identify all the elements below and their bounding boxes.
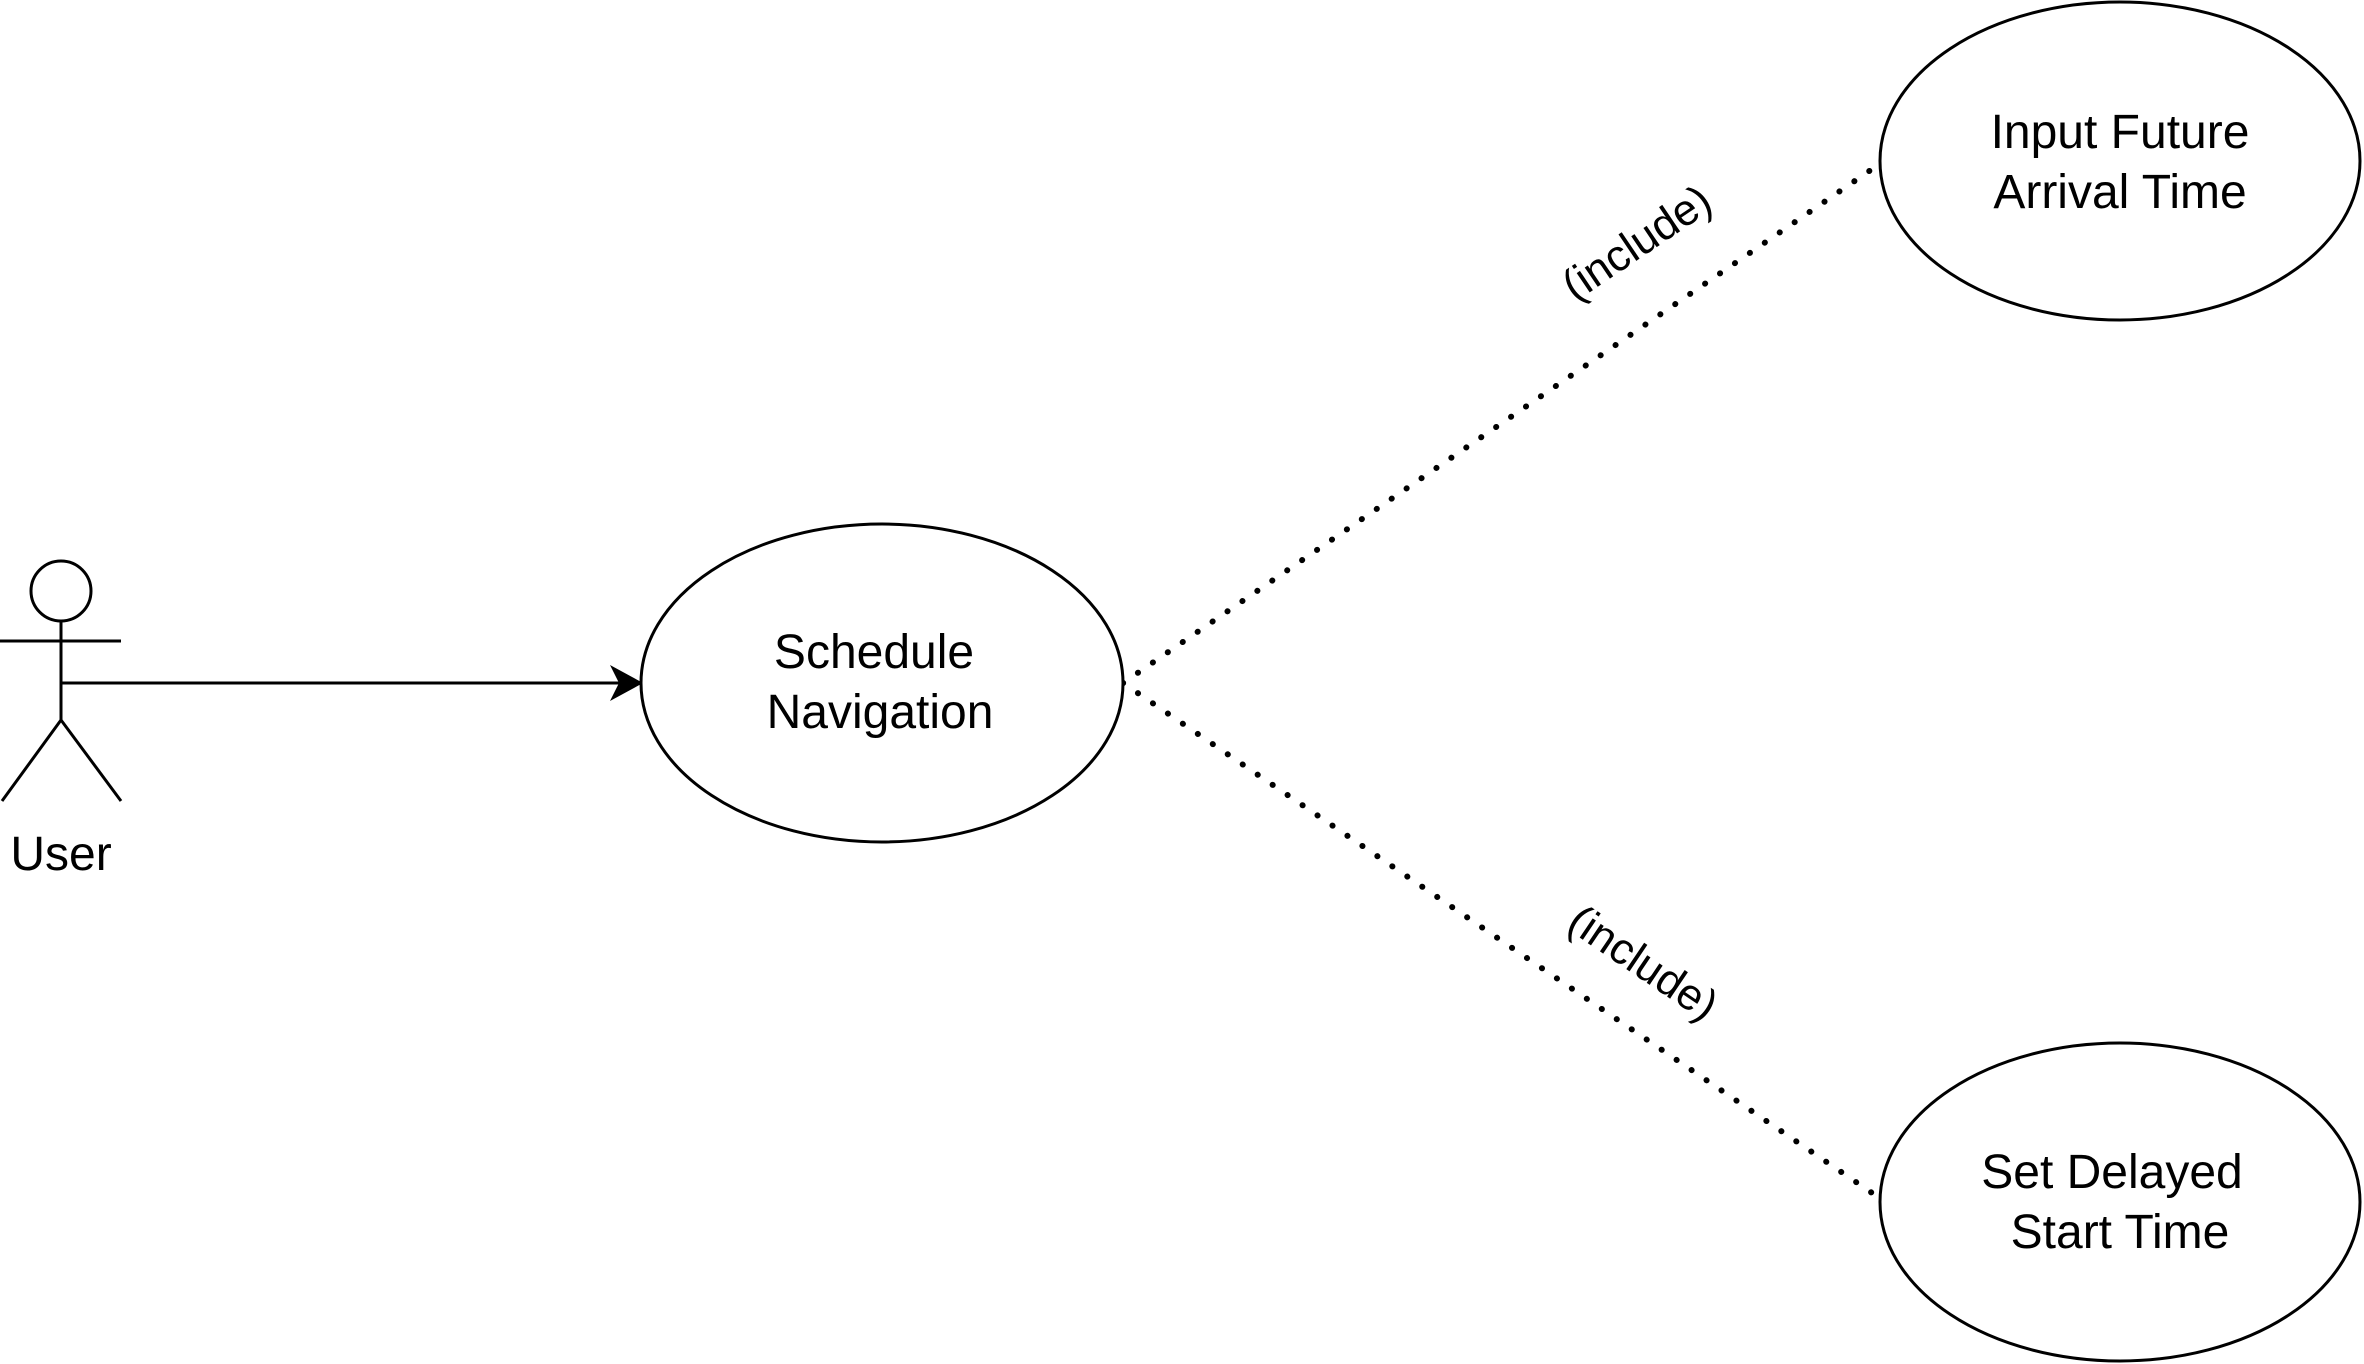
use-case-ellipse bbox=[1878, 1041, 2362, 1363]
include-label-bottom: (include) bbox=[1559, 895, 1726, 1030]
actor-head bbox=[29, 559, 93, 623]
include-line-bottom bbox=[1120, 680, 1881, 1200]
use-case-set-delayed-start-time[interactable]: Set Delayed Start Time bbox=[1878, 1041, 2362, 1363]
use-case-schedule-navigation[interactable]: Schedule Navigation bbox=[639, 522, 1125, 844]
use-case-label-line1: Set Delayed bbox=[1981, 1146, 2243, 1199]
use-case-label-line2: Start Time bbox=[2011, 1206, 2230, 1259]
use-case-ellipse bbox=[1878, 0, 2362, 322]
include-label-top: (include) bbox=[1553, 175, 1720, 310]
use-case-ellipse bbox=[639, 522, 1125, 844]
actor-user[interactable]: User bbox=[0, 559, 123, 881]
actor-right-leg bbox=[59, 719, 123, 802]
use-case-label-line2: Arrival Time bbox=[1993, 166, 2246, 219]
actor-left-leg bbox=[0, 719, 63, 802]
use-case-label-line2: Navigation bbox=[767, 686, 994, 739]
use-case-label-line1: Input Future bbox=[1991, 106, 2250, 159]
use-case-label-line1: Schedule bbox=[774, 626, 974, 679]
include-line-top bbox=[1120, 162, 1881, 686]
actor-label: User bbox=[10, 828, 111, 881]
use-case-input-future-arrival-time[interactable]: Input Future Arrival Time bbox=[1878, 0, 2362, 322]
